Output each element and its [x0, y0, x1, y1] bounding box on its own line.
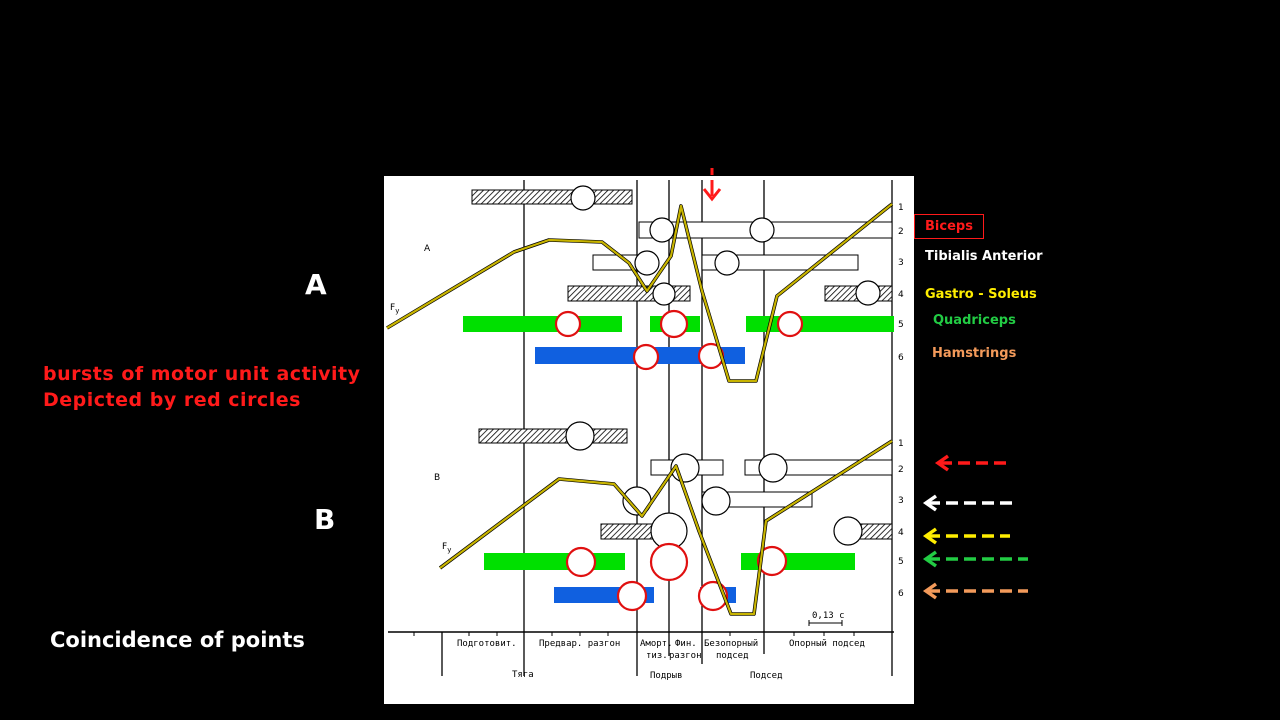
legend-gastro: Gastro - Soleus — [925, 287, 1037, 302]
svg-text:6: 6 — [898, 353, 904, 363]
biceps-legend-box — [914, 214, 984, 239]
phase-amort-2: тиз. — [646, 651, 668, 661]
label-b: B — [314, 503, 336, 536]
a-white-circles — [570, 185, 881, 306]
svg-text:3: 3 — [898, 496, 904, 506]
legend-quadriceps: Quadriceps — [933, 313, 1016, 328]
arrow-hamstrings-icon — [922, 582, 1028, 600]
svg-text:6: 6 — [898, 589, 904, 599]
phase-predvar-razgon: Предвар. разгон — [539, 639, 620, 649]
bursts-note: bursts of motor unit activity Depicted b… — [43, 361, 361, 413]
b-white-circles — [565, 421, 863, 550]
phase-podgotovit: Подготовит. — [457, 639, 517, 649]
b-row5-bar-1 — [484, 553, 625, 570]
scale-label: 0,13 c — [812, 611, 845, 621]
svg-text:5: 5 — [898, 557, 904, 567]
arrow-tibialis-icon — [922, 494, 1016, 512]
svg-text:3: 3 — [898, 258, 904, 268]
group-tyaga: Тяга — [512, 670, 534, 680]
b-row-numbers: 1 2 3 4 5 6 — [898, 439, 904, 599]
svg-text:2: 2 — [898, 227, 904, 237]
svg-text:4: 4 — [898, 528, 904, 538]
figure-panel-a-label: A — [424, 244, 431, 254]
legend-biceps: Biceps — [925, 219, 973, 234]
a-burst-circles — [554, 309, 804, 371]
arrow-biceps-icon — [934, 454, 1008, 472]
phase-opornyi: Опорный подсед — [789, 639, 865, 649]
phase-bezopornyi: Безопорный — [704, 639, 758, 649]
label-a: A — [305, 268, 327, 301]
a-row5-bar-1 — [463, 316, 622, 332]
top-red-arrow-icon — [702, 168, 722, 202]
bursts-note-line2: Depicted by red circles — [43, 389, 301, 411]
group-podryv: Подрыв — [650, 671, 683, 681]
scale-bar — [808, 620, 843, 626]
phase-fin: Фин. — [675, 639, 697, 649]
phase-bezopornyi-2: подсед — [716, 651, 749, 661]
a-row-numbers: 1 2 3 4 5 6 — [898, 203, 904, 363]
b-row4-bar-right — [858, 523, 893, 540]
legend-hamstrings: Hamstrings — [932, 346, 1017, 361]
coincidence-text: Coincidence of points — [50, 628, 305, 652]
group-podsed: Подсед — [750, 671, 783, 681]
phase-fin-2: разгон — [669, 651, 702, 661]
a-row1-bar — [471, 189, 633, 205]
a-row3-bar-right — [701, 254, 859, 271]
legend-tibialis: Tibialis Anterior — [925, 249, 1043, 264]
arrow-quadriceps-icon — [922, 550, 1028, 568]
figure-panel-b-label: B — [434, 473, 440, 483]
svg-text:5: 5 — [898, 320, 904, 330]
emg-diagram: A B Fy Fy 1 2 3 4 5 6 1 2 3 4 5 6 0,13 c… — [386, 180, 904, 681]
bursts-note-line1: bursts of motor unit activity — [43, 363, 361, 385]
b-burst-circles — [565, 542, 788, 612]
figure-panel: A B Fy Fy 1 2 3 4 5 6 1 2 3 4 5 6 0,13 c… — [384, 176, 914, 704]
a-force-label: Fy — [390, 303, 399, 315]
legend-arrows — [922, 454, 1028, 600]
b-force-label: Fy — [442, 542, 451, 554]
b-row1-bar — [478, 428, 628, 444]
phase-amort: Аморт. — [640, 639, 673, 649]
svg-text:1: 1 — [898, 203, 904, 213]
svg-text:4: 4 — [898, 290, 904, 300]
arrow-gastro-icon — [922, 527, 1010, 545]
svg-text:1: 1 — [898, 439, 904, 449]
svg-text:2: 2 — [898, 465, 904, 475]
axis-ticks — [413, 632, 855, 636]
